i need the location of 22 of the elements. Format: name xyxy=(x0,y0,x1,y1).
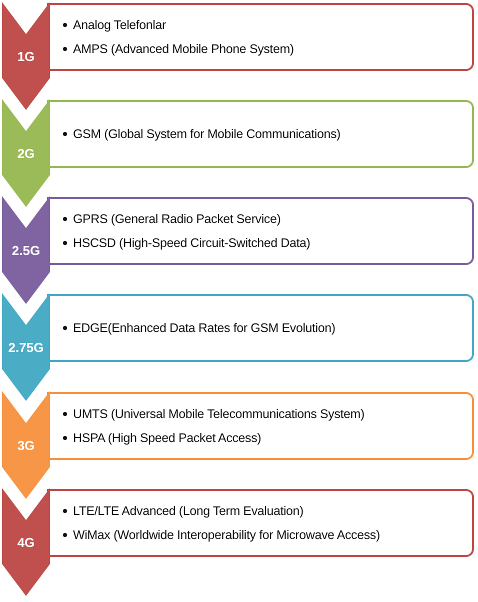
generation-label: 2G xyxy=(16,146,36,161)
content-box xyxy=(47,197,474,265)
bullet-item: AMPS (Advanced Mobile Phone System) xyxy=(63,37,472,61)
content-box xyxy=(47,489,474,557)
content-box xyxy=(47,294,474,362)
generation-label: 2.5G xyxy=(10,243,42,258)
content-box xyxy=(47,100,474,168)
bullet-item: HSCSD (High-Speed Circuit-Switched Data) xyxy=(63,231,472,255)
bullet-item: GPRS (General Radio Packet Service) xyxy=(63,207,472,231)
bullet-item: UMTS (Universal Mobile Telecommunications System) xyxy=(63,402,472,426)
bullet-item: GSM (Global System for Mobile Communications) xyxy=(63,122,472,146)
content-box xyxy=(47,392,474,460)
generation-label: 2.75G xyxy=(7,340,45,355)
bullet-item: WiMax (Worldwide Interoperability for Microwave Access) xyxy=(63,523,472,547)
generation-label: 3G xyxy=(16,438,36,453)
bullet-item: LTE/LTE Advanced (Long Term Evaluation) xyxy=(63,499,472,523)
bullet-item: Analog Telefonlar xyxy=(63,13,472,37)
content-box xyxy=(47,3,474,71)
generation-label: 1G xyxy=(16,49,36,64)
bullet-item: HSPA (High Speed Packet Access) xyxy=(63,426,472,450)
bullet-item: EDGE(Enhanced Data Rates for GSM Evolution) xyxy=(63,316,472,340)
generation-label: 4G xyxy=(16,535,36,550)
